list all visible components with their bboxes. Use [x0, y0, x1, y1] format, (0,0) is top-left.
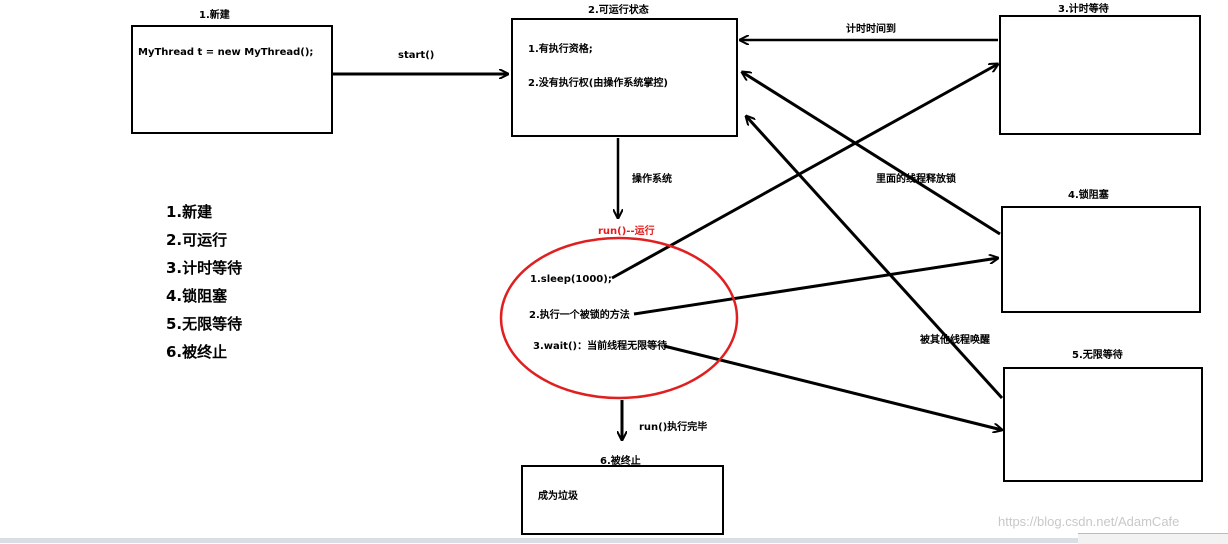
transition-timeout-label: 计时时间到	[846, 24, 896, 35]
running-item-sleep: 1.sleep(1000);	[530, 274, 612, 285]
state-waiting-box	[1003, 367, 1203, 482]
bottom-bar	[0, 538, 1228, 543]
runnable-line-1: 1.有执行资格;	[528, 44, 593, 55]
running-item-lock: 2.执行一个被锁的方法	[529, 310, 630, 321]
running-label: run()--运行	[598, 226, 655, 237]
state-runnable-box: 1.有执行资格; 2.没有执行权(由操作系统掌控)	[511, 18, 738, 137]
transition-release-lock-label: 里面的线程释放锁	[876, 174, 956, 185]
arrow-sleep	[611, 64, 998, 280]
arrow-lock	[633, 258, 998, 316]
arrow-notified	[746, 116, 1004, 400]
legend-item: 4.锁阻塞	[166, 287, 228, 305]
legend-item: 2.可运行	[166, 231, 228, 249]
state-timed-waiting-box	[999, 15, 1201, 135]
legend-item: 6.被终止	[166, 343, 228, 361]
transition-start-label: start()	[398, 50, 435, 61]
state-timed-waiting-title: 3.计时等待	[1058, 4, 1109, 15]
arrow-release-lock	[742, 72, 1001, 236]
legend-item: 1.新建	[166, 203, 213, 221]
transition-run-done-label: run()执行完毕	[639, 422, 708, 433]
state-terminated-box: 成为垃圾	[521, 465, 724, 535]
state-new-title: 1.新建	[199, 10, 230, 21]
state-terminated-title: 6.被终止	[600, 456, 641, 467]
state-new-box: MyThread t = new MyThread();	[131, 25, 333, 134]
state-blocked-title: 4.锁阻塞	[1068, 190, 1109, 201]
state-runnable-title: 2.可运行状态	[588, 5, 649, 16]
transition-notified-label: 被其他线程唤醒	[920, 335, 990, 346]
corner-toolbar	[1078, 533, 1228, 544]
legend-item: 5.无限等待	[166, 315, 243, 333]
state-waiting-title: 5.无限等待	[1072, 350, 1123, 361]
arrow-wait	[663, 344, 1002, 430]
watermark: https://blog.csdn.net/AdamCafe	[998, 514, 1180, 529]
legend-item: 3.计时等待	[166, 259, 243, 277]
state-blocked-box	[1001, 206, 1201, 313]
state-legend: 1.新建 2.可运行 3.计时等待 4.锁阻塞 5.无限等待 6.被终止	[166, 198, 242, 366]
transition-os-label: 操作系统	[632, 174, 672, 185]
runnable-line-2: 2.没有执行权(由操作系统掌控)	[528, 78, 668, 89]
state-new-content: MyThread t = new MyThread();	[138, 47, 314, 58]
running-ellipse	[499, 236, 739, 400]
terminated-content: 成为垃圾	[538, 491, 578, 502]
running-item-wait: 3.wait()：当前线程无限等待	[533, 341, 668, 352]
